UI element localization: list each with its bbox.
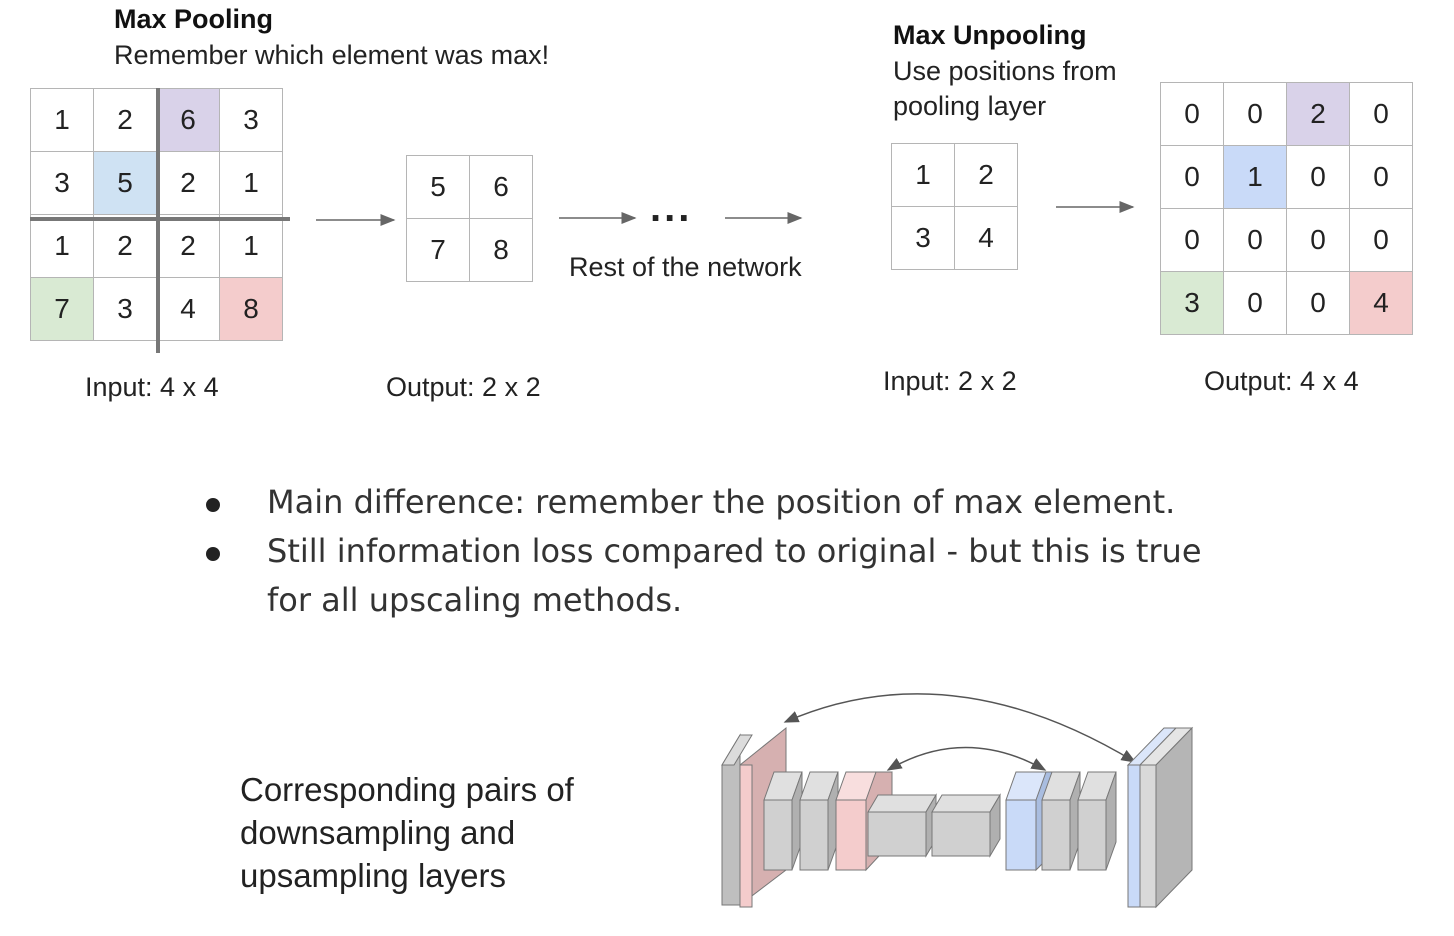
max-unpooling-subtitle-1: Use positions from bbox=[893, 56, 1117, 86]
grid-cell-max: 8 bbox=[219, 277, 283, 341]
grid-cell: 5 bbox=[406, 155, 470, 219]
grid-cell: 0 bbox=[1286, 145, 1350, 209]
pooling-input-caption: Input: 4 x 4 bbox=[85, 372, 219, 402]
pooling-output-grid: 5 6 7 8 bbox=[406, 155, 533, 282]
pooling-horizontal-divider bbox=[30, 217, 290, 221]
max-unpooling-title: Max Unpooling bbox=[893, 20, 1087, 50]
bullet-item: Still information loss compared to origi… bbox=[200, 527, 1227, 625]
layer-block bbox=[1041, 771, 1081, 871]
ellipsis: ... bbox=[650, 186, 693, 230]
skip-connection-inner bbox=[886, 746, 1047, 771]
bullet-dot-icon bbox=[206, 547, 220, 561]
grid-cell-max: 2 bbox=[1286, 82, 1350, 146]
grid-cell: 3 bbox=[891, 206, 955, 270]
max-unpooling-subtitle-2: pooling layer bbox=[893, 91, 1047, 121]
grid-cell: 0 bbox=[1223, 82, 1287, 146]
grid-cell: 1 bbox=[891, 143, 955, 207]
grid-cell: 1 bbox=[219, 214, 283, 278]
grid-cell: 4 bbox=[954, 206, 1018, 270]
unpooling-input-grid: 1 2 3 4 bbox=[891, 143, 1018, 270]
grid-cell: 0 bbox=[1223, 208, 1287, 272]
layer-block bbox=[799, 771, 839, 871]
grid-cell: 0 bbox=[1349, 145, 1413, 209]
unpooling-input-caption: Input: 2 x 2 bbox=[883, 366, 1017, 396]
grid-cell: 6 bbox=[469, 155, 533, 219]
grid-cell: 3 bbox=[219, 88, 283, 152]
layer-block bbox=[931, 793, 1001, 858]
max-pooling-title: Max Pooling bbox=[114, 4, 274, 34]
grid-cell: 2 bbox=[156, 151, 220, 215]
bullet-list: Main difference: remember the position o… bbox=[200, 478, 1300, 625]
max-pooling-subtitle: Remember which element was max! bbox=[114, 40, 550, 70]
bullet-dot-icon bbox=[206, 498, 220, 512]
grid-cell: 4 bbox=[156, 277, 220, 341]
grid-cell: 1 bbox=[219, 151, 283, 215]
skip-connection-outer bbox=[783, 693, 1137, 763]
pooling-output-caption: Output: 2 x 2 bbox=[386, 372, 541, 402]
grid-cell: 0 bbox=[1349, 208, 1413, 272]
unpooling-output-grid: 0 0 2 0 0 1 0 0 0 0 0 0 3 0 0 4 bbox=[1160, 82, 1413, 335]
grid-cell: 2 bbox=[954, 143, 1018, 207]
bullet-item: Main difference: remember the position o… bbox=[200, 478, 1300, 527]
grid-cell: 0 bbox=[1160, 208, 1224, 272]
bullet-text: Still information loss compared to origi… bbox=[267, 532, 1202, 619]
grid-cell-max: 5 bbox=[93, 151, 157, 215]
grid-cell-max: 3 bbox=[1160, 271, 1224, 335]
architecture-caption-line: downsampling and bbox=[240, 814, 516, 851]
grid-cell: 0 bbox=[1286, 271, 1350, 335]
layer-block bbox=[1077, 771, 1117, 871]
architecture-caption: Corresponding pairs of downsampling and … bbox=[240, 768, 574, 897]
layer-block bbox=[867, 793, 937, 858]
grid-cell-max: 4 bbox=[1349, 271, 1413, 335]
layer-block bbox=[1138, 726, 1194, 909]
bullet-text: Main difference: remember the position o… bbox=[267, 483, 1176, 521]
grid-cell: 8 bbox=[469, 218, 533, 282]
grid-cell: 0 bbox=[1349, 82, 1413, 146]
architecture-caption-line: Corresponding pairs of bbox=[240, 771, 574, 808]
grid-cell: 3 bbox=[93, 277, 157, 341]
grid-cell: 2 bbox=[93, 214, 157, 278]
layer-block bbox=[721, 733, 753, 906]
layer-block bbox=[763, 771, 803, 871]
grid-cell: 0 bbox=[1223, 271, 1287, 335]
grid-cell-max: 1 bbox=[1223, 145, 1287, 209]
grid-cell: 7 bbox=[406, 218, 470, 282]
grid-cell: 1 bbox=[30, 88, 94, 152]
rest-of-network-label: Rest of the network bbox=[569, 252, 802, 282]
unpooling-output-caption: Output: 4 x 4 bbox=[1204, 366, 1359, 396]
architecture-caption-line: upsampling layers bbox=[240, 857, 506, 894]
